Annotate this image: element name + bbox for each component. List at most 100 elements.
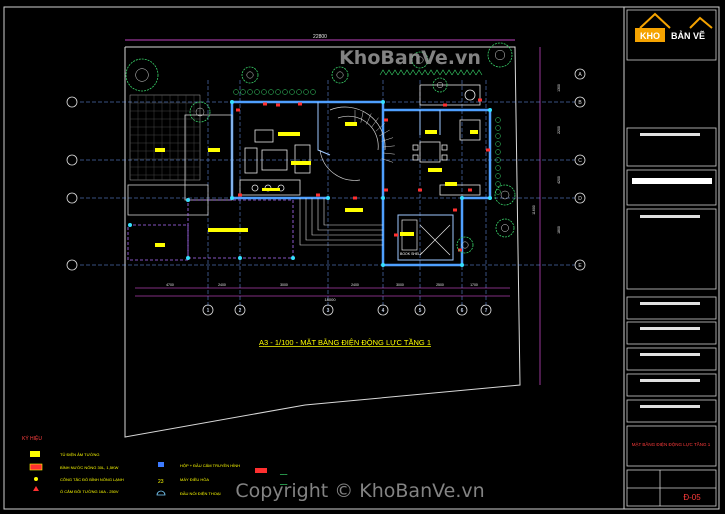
tree-canopy — [494, 184, 516, 206]
grid-bubble-label: 3 — [327, 308, 330, 314]
shrubs — [233, 69, 501, 195]
right-dim-label: 1300 — [557, 84, 561, 92]
trees — [125, 42, 516, 254]
shrub — [261, 89, 267, 95]
title-block — [626, 9, 717, 507]
socket-mark — [316, 193, 320, 197]
logo-text-banve: BẢN VẼ — [671, 30, 705, 41]
tree-trunk-ring — [246, 71, 254, 79]
furniture-dining — [412, 119, 481, 196]
legend-label-2: CÔNG TẮC ĐÓ BÌNH NÓNG LẠNH — [60, 477, 124, 482]
fixture-tag — [291, 161, 311, 165]
grid-bubble-label: A — [578, 72, 582, 78]
room-label: BOOK SHELF — [400, 252, 422, 256]
bottom-dim-label: 4700 — [166, 283, 174, 287]
tree-canopy — [411, 51, 429, 69]
socket-mark — [384, 188, 388, 192]
tree-canopy — [456, 236, 474, 254]
bottom-dim-label: 2400 — [351, 283, 359, 287]
shrub — [409, 69, 417, 76]
heater-icon — [29, 463, 43, 471]
site-dim-top-label: 22800 — [313, 34, 327, 40]
fixture-tag — [470, 130, 478, 134]
panel-icon — [30, 451, 40, 457]
socket-icon — [33, 486, 39, 491]
tree-canopy — [331, 66, 349, 84]
bottom-dim-total: 18000 — [324, 297, 336, 302]
shrub — [275, 89, 281, 95]
shrub — [254, 89, 260, 95]
fixture-tag — [345, 122, 357, 126]
kho-ban-ve-logo: KHO BẢN VẼ — [635, 12, 713, 42]
shrub — [233, 89, 239, 95]
grid-bubbles-left — [66, 96, 78, 271]
grid-lines — [80, 80, 575, 312]
column-marker — [230, 196, 234, 200]
fixture-tag — [400, 232, 414, 236]
fixture-tag — [208, 228, 248, 232]
shrub — [379, 69, 387, 76]
right-dim-label: 1800 — [557, 226, 561, 234]
legend-label-5: MÁY ĐIỀU HÒA — [180, 477, 209, 482]
bottom-dim-label: 3000 — [396, 283, 404, 287]
grid-bubble-label: C — [578, 158, 582, 164]
column-marker — [488, 108, 492, 112]
column-marker — [238, 256, 242, 260]
sheet-title: MẶT BẰNG ĐIỆN ĐỘNG LỰC TẦNG 1 — [632, 440, 711, 447]
svg-text:━━━: ━━━ — [279, 472, 288, 477]
column-marker — [326, 196, 330, 200]
ac-icon: 23 — [158, 479, 164, 485]
shrub — [495, 149, 501, 155]
fixture-tag — [155, 243, 165, 247]
shrub — [495, 173, 501, 179]
socket-mark — [418, 188, 422, 192]
tree-canopy — [487, 42, 513, 68]
socket-mark — [298, 102, 302, 106]
grid-bubbles-right — [574, 68, 586, 271]
column-marker — [186, 198, 190, 202]
tree-trunk-ring — [416, 56, 424, 64]
left-wing-outline — [127, 114, 233, 216]
legend-label-3: Ổ CẮM ĐÔI TƯỜNG 16A - 250V — [60, 489, 119, 494]
column-marker — [230, 100, 234, 104]
grid-bubble-label: 4 — [382, 308, 385, 314]
shrub — [495, 181, 501, 187]
shrub — [433, 69, 441, 76]
shrub — [451, 69, 459, 76]
bottom-dim-label: 2400 — [218, 283, 226, 287]
grid-bubble-label: B — [578, 100, 582, 106]
tv-outlet-icon — [158, 462, 164, 467]
columns — [128, 100, 492, 267]
fixture-tag — [345, 208, 363, 212]
sheet-number: Đ-05 — [683, 493, 701, 502]
stair-tread — [366, 113, 372, 125]
tree-canopy — [432, 77, 448, 93]
shrub — [495, 125, 501, 131]
grid-bubble-label: 7 — [485, 308, 488, 314]
tree-trunk-ring — [501, 224, 509, 232]
tree-trunk-ring — [461, 241, 469, 249]
right-dim-label: 11600 — [532, 205, 536, 215]
grid-bubble-label: 5 — [419, 308, 422, 314]
bottom-dim-line — [135, 287, 510, 297]
shrub — [289, 89, 295, 95]
shrub — [469, 69, 477, 76]
fixture-tag — [425, 130, 437, 134]
shrub — [296, 89, 302, 95]
tree-canopy — [241, 66, 259, 84]
column-marker — [186, 256, 190, 260]
shrub — [495, 189, 501, 195]
socket-mark — [453, 208, 457, 212]
legend-label-0: TỦ ĐIỆN ÂM TƯỜNG — [60, 452, 99, 457]
switch-icon — [34, 477, 38, 481]
bottom-dim-label: 1700 — [470, 283, 478, 287]
legend-extra-symbols: ━━━ ━━━ — [255, 468, 288, 487]
shrub — [268, 89, 274, 95]
stair-tread — [360, 110, 364, 123]
shrub — [439, 69, 447, 76]
electrical-sockets — [186, 98, 490, 252]
column-marker — [460, 196, 464, 200]
shrub — [303, 89, 309, 95]
column-marker — [291, 256, 295, 260]
